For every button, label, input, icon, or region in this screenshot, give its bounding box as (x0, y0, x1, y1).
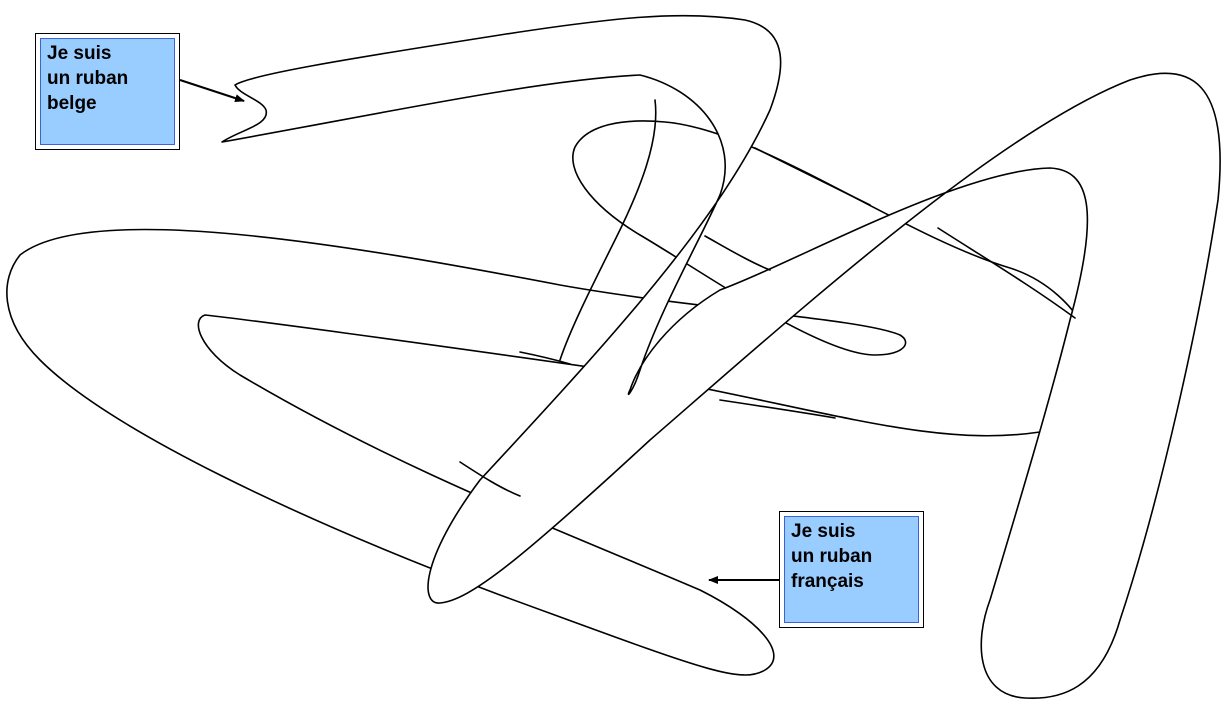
callout-francais: Je suis un ruban français (779, 511, 924, 628)
french-ribbon-crossing-lower (459, 461, 521, 497)
french-ribbon-crossing-left (519, 351, 571, 365)
belge-arrow (179, 79, 245, 102)
callout-belge-line-3: belge (47, 93, 97, 114)
callout-belge-box: Je suis un ruban belge (40, 38, 175, 145)
callout-francais-line-1: Je suis (791, 521, 856, 542)
belgian-ribbon-inner-curl (559, 99, 657, 361)
callout-belge: Je suis un ruban belge (35, 33, 180, 150)
french-ribbon-crossing-bottom-right (719, 399, 836, 419)
callout-francais-line-2: un ruban (791, 546, 873, 567)
belgian-ribbon (221, 14, 1221, 700)
callout-francais-box: Je suis un ruban français (784, 516, 919, 623)
french-ribbon-crossing-right (937, 227, 1076, 319)
french-ribbon-crossing-middle (704, 235, 771, 271)
callout-belge-line-1: Je suis (47, 43, 112, 64)
french-ribbon-crossing-upper (754, 147, 871, 206)
callout-belge-line-2: un ruban (47, 68, 129, 89)
callout-francais-line-3: français (791, 571, 864, 592)
